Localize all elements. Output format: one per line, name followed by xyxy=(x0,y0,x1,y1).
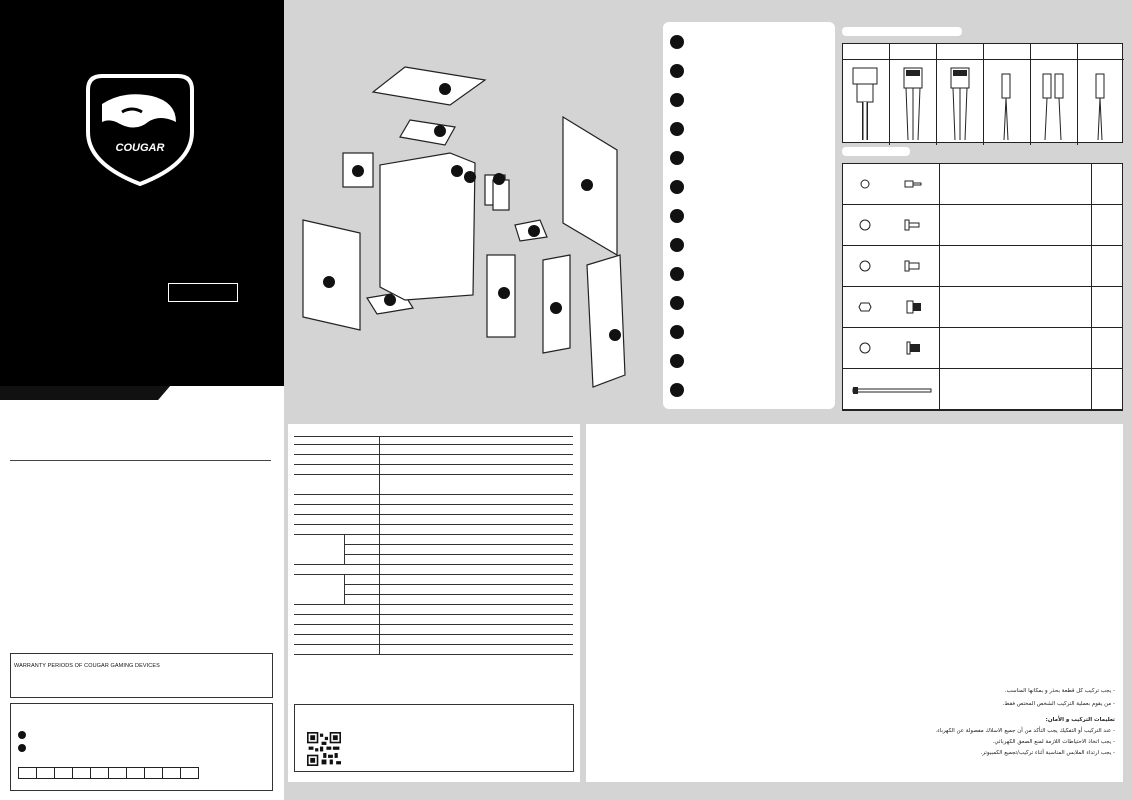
parts-legend xyxy=(663,22,835,409)
cables-heading xyxy=(842,27,962,36)
qr-code-icon xyxy=(307,732,341,766)
cable-reset-sw xyxy=(1031,44,1078,145)
part-number-icon xyxy=(670,354,684,368)
cover-panel: COUGAR WARRANTY PERIODS OF COUGAR GAMING… xyxy=(0,0,284,800)
safety-line: - عند التركيب أو التفكيك يجب التأكد من أ… xyxy=(935,728,1115,734)
safety-panel: - يجب تركيب كل قطعة بحذر و بمكانها المنا… xyxy=(586,424,1123,782)
cougar-logo: COUGAR xyxy=(86,74,194,187)
cable-hd-audio xyxy=(937,44,984,145)
safety-line: - من يقوم بعملية التركيب الشخص المختص فق… xyxy=(1002,701,1115,707)
cable-power-sw xyxy=(984,44,1031,145)
screw-row xyxy=(843,287,1122,328)
part-number-icon xyxy=(670,238,684,252)
service-box xyxy=(10,703,273,791)
part-number-icon xyxy=(670,122,684,136)
cable-usb2 xyxy=(890,44,937,145)
serial-grid xyxy=(18,767,199,779)
cable-table xyxy=(842,43,1124,145)
cable-usb3 xyxy=(843,44,890,145)
part-number-icon xyxy=(670,296,684,310)
part-number-icon xyxy=(670,209,684,223)
bullet-icon xyxy=(18,731,26,739)
screw-row xyxy=(843,328,1122,369)
cover-black-area xyxy=(0,0,284,400)
part-number-icon xyxy=(670,325,684,339)
screw-row xyxy=(843,205,1122,246)
part-number-icon xyxy=(670,35,684,49)
screw-row xyxy=(843,246,1122,287)
part-number-icon xyxy=(670,267,684,281)
safety-line: - يجب ارتداء الملابس المناسبة أثناء تركي… xyxy=(980,750,1115,756)
screw-row xyxy=(843,369,1122,410)
part-number-icon xyxy=(670,151,684,165)
bullet-icon xyxy=(18,744,26,752)
cable-led xyxy=(1078,44,1124,145)
safety-line: - يجب تركيب كل قطعة بحذر و بمكانها المنا… xyxy=(1004,688,1115,694)
safety-line: - يجب اتخاذ الاحتياطات اللازمة لمنع الصع… xyxy=(992,739,1115,745)
qr-code-box xyxy=(294,704,574,772)
screw-table xyxy=(842,163,1123,411)
exploded-diagram xyxy=(302,66,626,388)
part-number-icon xyxy=(670,64,684,78)
model-label-box xyxy=(168,283,238,302)
part-number-icon xyxy=(670,93,684,107)
part-number-icon xyxy=(670,383,684,397)
safety-heading: تعليمات التركيب و الأمان: xyxy=(1045,717,1115,723)
screw-row xyxy=(843,164,1122,205)
warranty-box: WARRANTY PERIODS OF COUGAR GAMING DEVICE… xyxy=(10,653,273,698)
screws-heading xyxy=(842,147,910,156)
logo-wordmark: COUGAR xyxy=(116,142,165,154)
part-number-icon xyxy=(670,180,684,194)
cover-divider xyxy=(10,460,271,461)
warranty-title: WARRANTY PERIODS OF COUGAR GAMING DEVICE… xyxy=(14,663,160,669)
